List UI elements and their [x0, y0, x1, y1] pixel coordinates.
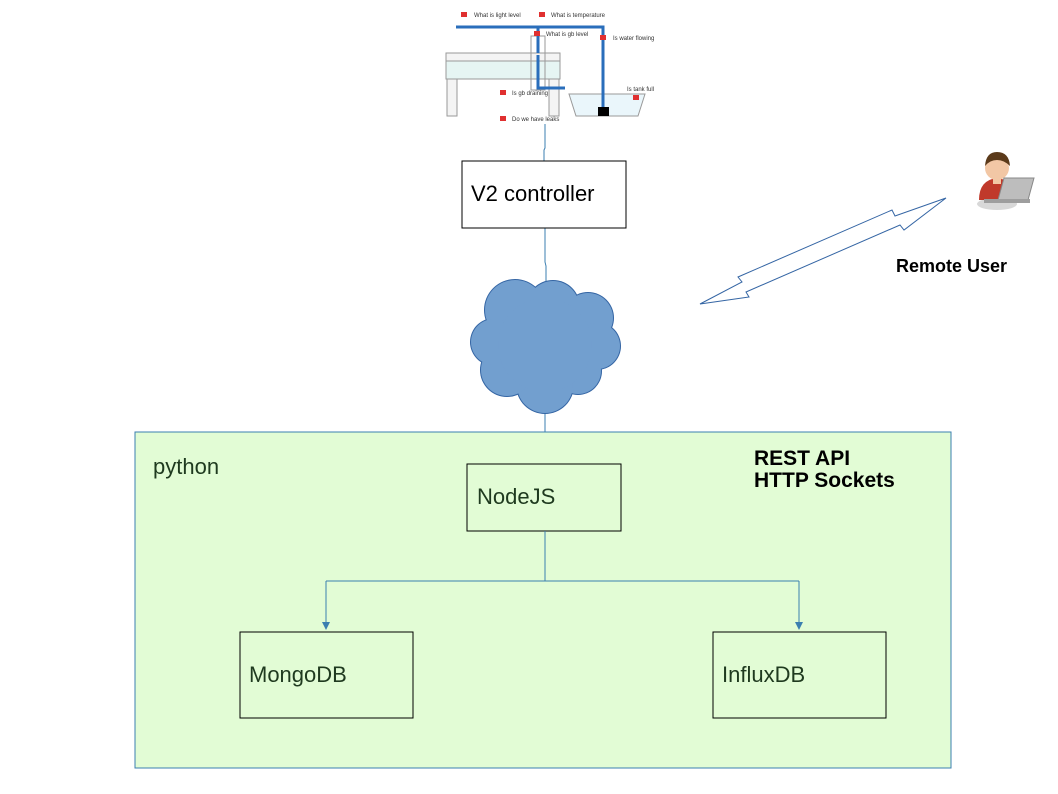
controller-label: V2 controller	[471, 181, 595, 206]
greenhouse-sketch: What is light level What is temperature …	[445, 12, 654, 123]
growbed-top	[445, 52, 561, 62]
bench-leg-right	[548, 78, 560, 117]
sensor-label: Is tank full	[627, 87, 654, 93]
influxdb-box[interactable]	[712, 631, 887, 719]
user-laptop-icon	[977, 152, 1035, 210]
sensor-marker	[600, 35, 606, 40]
mongodb-label: MongoDB	[249, 662, 347, 687]
api-label-sockets: HTTP Sockets	[754, 469, 895, 492]
remote-user-label: Remote User	[896, 256, 1007, 276]
sensor-marker	[461, 12, 467, 17]
sensor-label: Is water flowing	[613, 36, 654, 42]
sensor-label: What is light level	[474, 13, 521, 19]
sketch-to-controller-line	[543, 124, 546, 161]
sensor-marker	[534, 31, 540, 36]
sensor-marker	[500, 90, 506, 95]
sensor-marker	[500, 116, 506, 121]
nodejs-box[interactable]	[466, 463, 622, 532]
mongodb-box[interactable]	[239, 631, 414, 719]
influxdb-label: InfluxDB	[722, 662, 805, 687]
pipe-drain	[536, 55, 565, 90]
sensor-label: Do we have leaks	[512, 117, 559, 123]
sensor-label: Is gb draining	[512, 91, 548, 97]
cloud-icon	[470, 279, 621, 414]
controller-to-cloud-line	[544, 228, 547, 283]
controller-box[interactable]	[461, 160, 627, 229]
sensor-marker	[539, 12, 545, 17]
bench-leg-left	[446, 78, 458, 117]
nodejs-label: NodeJS	[477, 484, 555, 509]
sensor-label: What is gb level	[546, 32, 588, 38]
pump	[598, 107, 609, 116]
api-label-rest: REST API	[754, 447, 850, 470]
double-arrow	[699, 197, 947, 305]
python-label: python	[153, 454, 219, 479]
pipe-main	[456, 25, 605, 110]
growbed	[445, 60, 561, 80]
sensor-marker	[633, 95, 639, 100]
fish-tank	[568, 93, 646, 117]
nodejs-to-dbs-connector	[326, 531, 799, 582]
sensor-label: What is temperature	[551, 13, 606, 19]
